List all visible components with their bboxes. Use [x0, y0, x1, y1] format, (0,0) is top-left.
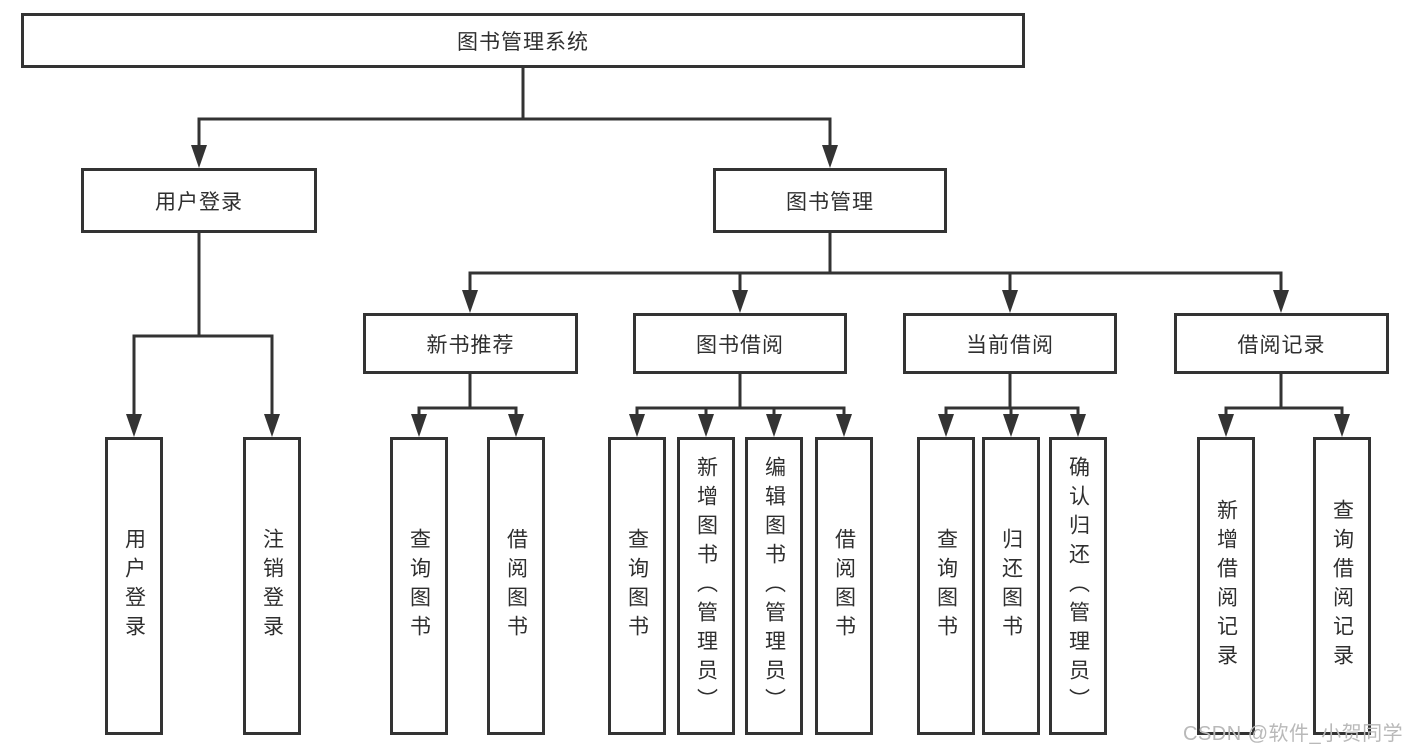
- node-borrowing-records: 借阅记录: [1174, 313, 1389, 374]
- node-label: 查询图书: [934, 528, 958, 644]
- arrow-down-icon: [126, 414, 142, 437]
- leaf-user-login: 用户登录: [105, 437, 163, 735]
- leaf-query-books-current: 查询图书: [917, 437, 975, 735]
- node-label: 用户登录: [122, 528, 146, 644]
- leaf-add-books-admin: 新增图书（管理员）: [677, 437, 735, 735]
- node-label: 查询借阅记录: [1330, 499, 1354, 673]
- arrow-down-icon: [822, 145, 838, 168]
- arrowheads: [126, 145, 1350, 437]
- leaf-edit-books-admin: 编辑图书（管理员）: [745, 437, 803, 735]
- arrow-down-icon: [1334, 414, 1350, 437]
- node-label: 注销登录: [260, 528, 284, 644]
- arrow-down-icon: [1002, 290, 1018, 313]
- node-user-login: 用户登录: [81, 168, 317, 233]
- leaf-borrow-books-recommend: 借阅图书: [487, 437, 545, 735]
- node-root-system: 图书管理系统: [21, 13, 1025, 68]
- arrow-down-icon: [698, 414, 714, 437]
- leaf-return-books: 归还图书: [982, 437, 1040, 735]
- arrow-down-icon: [938, 414, 954, 437]
- csdn-watermark: CSDN @软件_小贺同学: [1183, 723, 1404, 745]
- node-label: 图书管理系统: [457, 30, 589, 54]
- node-label: 借阅图书: [832, 528, 856, 644]
- node-label: 用户登录: [155, 190, 243, 214]
- leaf-query-books-recommend: 查询图书: [390, 437, 448, 735]
- arrow-down-icon: [732, 290, 748, 313]
- arrow-down-icon: [411, 414, 427, 437]
- arrow-down-icon: [462, 290, 478, 313]
- node-label: 查询图书: [625, 528, 649, 644]
- leaf-query-borrow-record: 查询借阅记录: [1313, 437, 1371, 735]
- arrow-down-icon: [1218, 414, 1234, 437]
- node-label: 借阅图书: [504, 528, 528, 644]
- leaf-logout: 注销登录: [243, 437, 301, 735]
- arrow-down-icon: [836, 414, 852, 437]
- node-current-borrowing: 当前借阅: [903, 313, 1117, 374]
- leaf-query-books-borrow: 查询图书: [608, 437, 666, 735]
- node-label: 图书借阅: [696, 333, 784, 357]
- arrow-down-icon: [191, 145, 207, 168]
- node-label: 图书管理: [786, 190, 874, 214]
- tree-edges: [132, 66, 1344, 420]
- node-label: 新增借阅记录: [1214, 499, 1238, 673]
- node-label: 新增图书（管理员）: [694, 455, 718, 717]
- arrow-down-icon: [629, 414, 645, 437]
- node-label: 新书推荐: [426, 333, 515, 357]
- node-label: 当前借阅: [966, 333, 1054, 357]
- node-book-management: 图书管理: [713, 168, 947, 233]
- node-label: 确认归还（管理员）: [1066, 455, 1090, 717]
- node-book-borrowing: 图书借阅: [633, 313, 847, 374]
- node-new-book-recommend: 新书推荐: [363, 313, 578, 374]
- arrow-down-icon: [264, 414, 280, 437]
- node-label: 归还图书: [999, 528, 1023, 644]
- arrow-down-icon: [766, 414, 782, 437]
- arrow-down-icon: [1003, 414, 1019, 437]
- leaf-add-borrow-record: 新增借阅记录: [1197, 437, 1255, 735]
- arrow-down-icon: [1070, 414, 1086, 437]
- leaf-confirm-return-admin: 确认归还（管理员）: [1049, 437, 1107, 735]
- arrow-down-icon: [1273, 290, 1289, 313]
- node-label: 借阅记录: [1237, 333, 1326, 357]
- node-label: 编辑图书（管理员）: [762, 455, 786, 717]
- arrow-down-icon: [508, 414, 524, 437]
- node-label: 查询图书: [407, 528, 431, 644]
- leaf-borrow-books: 借阅图书: [815, 437, 873, 735]
